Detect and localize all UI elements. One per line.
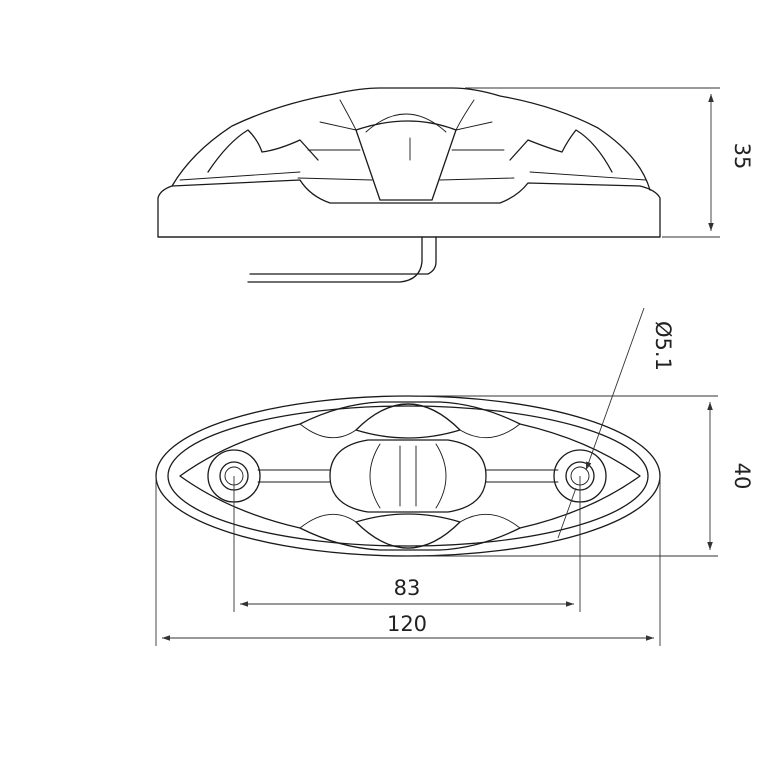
length-dimension: 120 [155,476,661,646]
length-label: 120 [387,612,427,636]
side-right-wing [509,129,613,173]
top-arms [257,423,559,529]
height-label: 35 [730,143,754,170]
side-facets-left [297,99,373,181]
side-housing [171,87,651,191]
side-cable [247,236,423,283]
hole-spacing-dimension: 83 [233,476,581,612]
side-lens-inner [365,113,447,133]
side-view [157,87,661,283]
side-cable-2 [249,236,437,275]
top-center-body [329,439,487,513]
top-center-inner [369,443,447,509]
side-lens [355,120,457,201]
side-left-wing [207,129,319,173]
side-facets-right [439,99,515,181]
side-inner-line [179,171,647,181]
height-dimension: 35 [465,87,754,238]
hole-spacing-label: 83 [394,576,421,600]
top-inner-ellipse [167,405,649,547]
top-view [155,395,661,557]
width-dimension: 40 [420,395,754,557]
side-base [157,179,661,238]
top-frame [179,401,641,551]
hole-diameter-callout: Ø5.1 [557,307,675,539]
top-outer-ellipse [155,395,661,557]
hole-diameter-label: Ø5.1 [651,321,675,371]
top-lens-upper [355,403,461,439]
top-lens-lower [355,513,461,549]
width-label: 40 [730,463,754,490]
